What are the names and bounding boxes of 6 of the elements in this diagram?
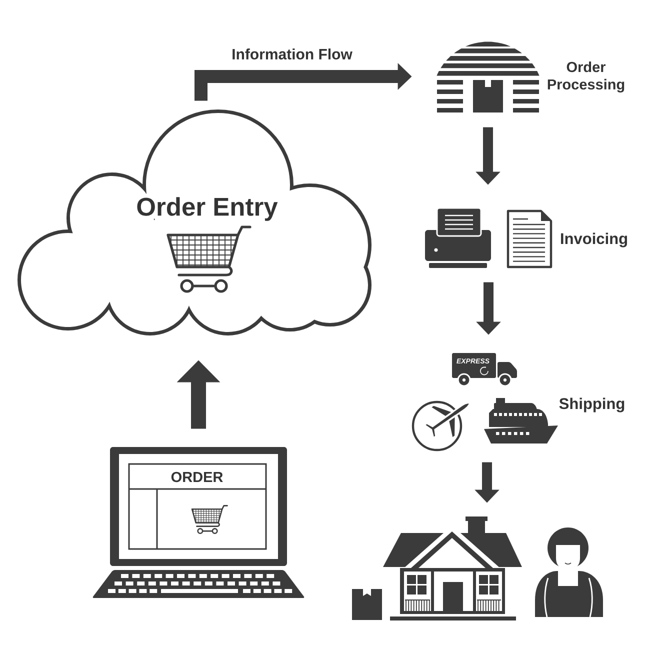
- node-label: Order Processing: [548, 62, 624, 92]
- node-label: Invoicing: [561, 232, 627, 248]
- house-icon: [383, 516, 522, 620]
- node-label: Order Entry: [137, 197, 278, 221]
- node-label: Shipping: [559, 398, 624, 412]
- edge-label: Information Flow: [232, 48, 352, 60]
